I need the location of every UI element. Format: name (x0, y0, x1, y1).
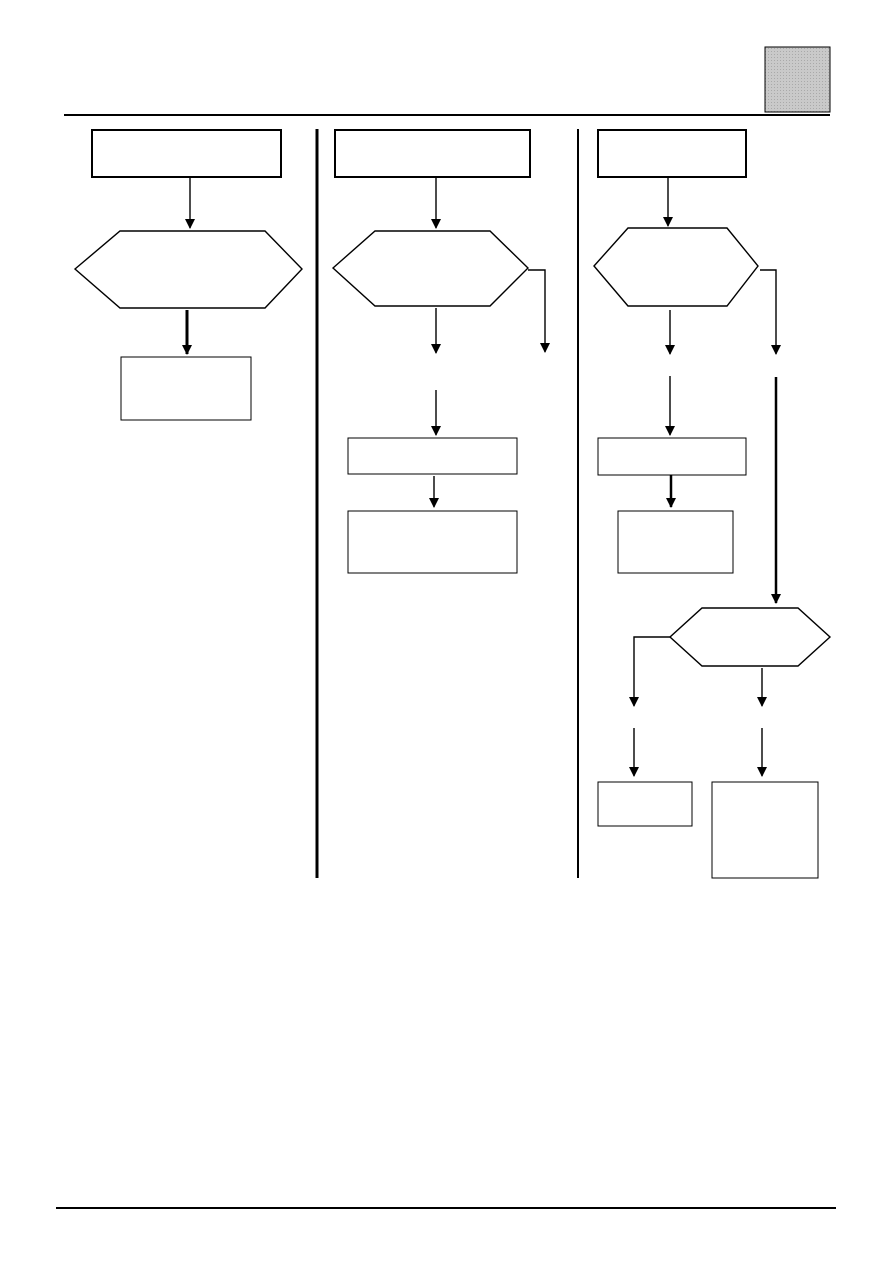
left-result-box (120, 356, 252, 421)
right-tall-box (711, 781, 819, 879)
right-top-box (597, 129, 747, 178)
right-decision (593, 227, 759, 307)
right-second-decision (668, 607, 832, 667)
middle-branch-arrow (528, 269, 550, 353)
left-decision (73, 230, 303, 309)
corner-tab (764, 46, 831, 113)
middle-step-box (347, 437, 518, 475)
left-column (73, 129, 303, 421)
left-top-box (91, 129, 282, 178)
right-step-box (597, 437, 747, 476)
right-left-branch-arrow (629, 636, 670, 707)
middle-column (331, 129, 550, 574)
right-column (593, 129, 832, 879)
middle-result-box (347, 510, 518, 574)
right-small-box (597, 781, 693, 827)
middle-decision (331, 230, 529, 307)
middle-top-box (334, 129, 531, 178)
right-result-box (617, 510, 734, 574)
right-branch-arrow (760, 269, 781, 355)
